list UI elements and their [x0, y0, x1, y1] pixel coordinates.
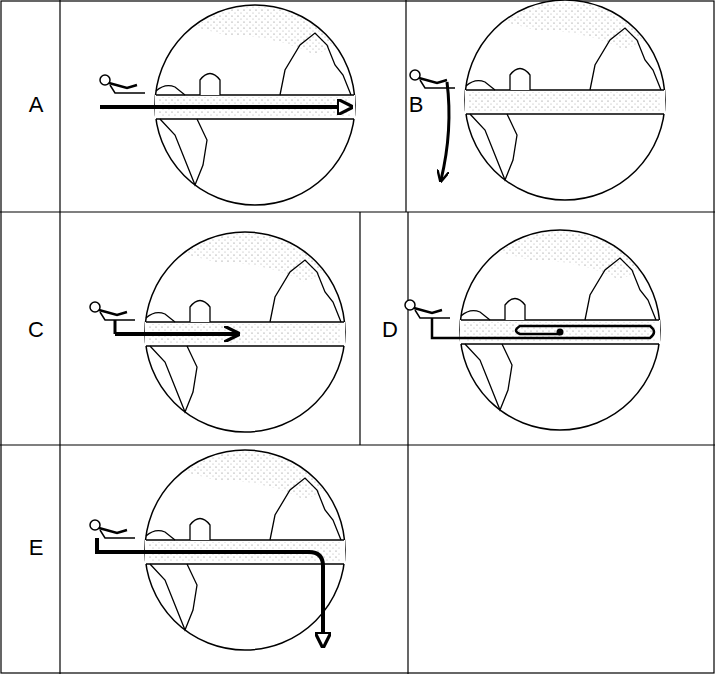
panel-letter: B — [409, 94, 424, 116]
panel-letter: A — [29, 94, 44, 116]
panel-letter: C — [28, 319, 44, 341]
panel-letter: E — [29, 537, 44, 559]
panel-letter: D — [382, 319, 398, 341]
